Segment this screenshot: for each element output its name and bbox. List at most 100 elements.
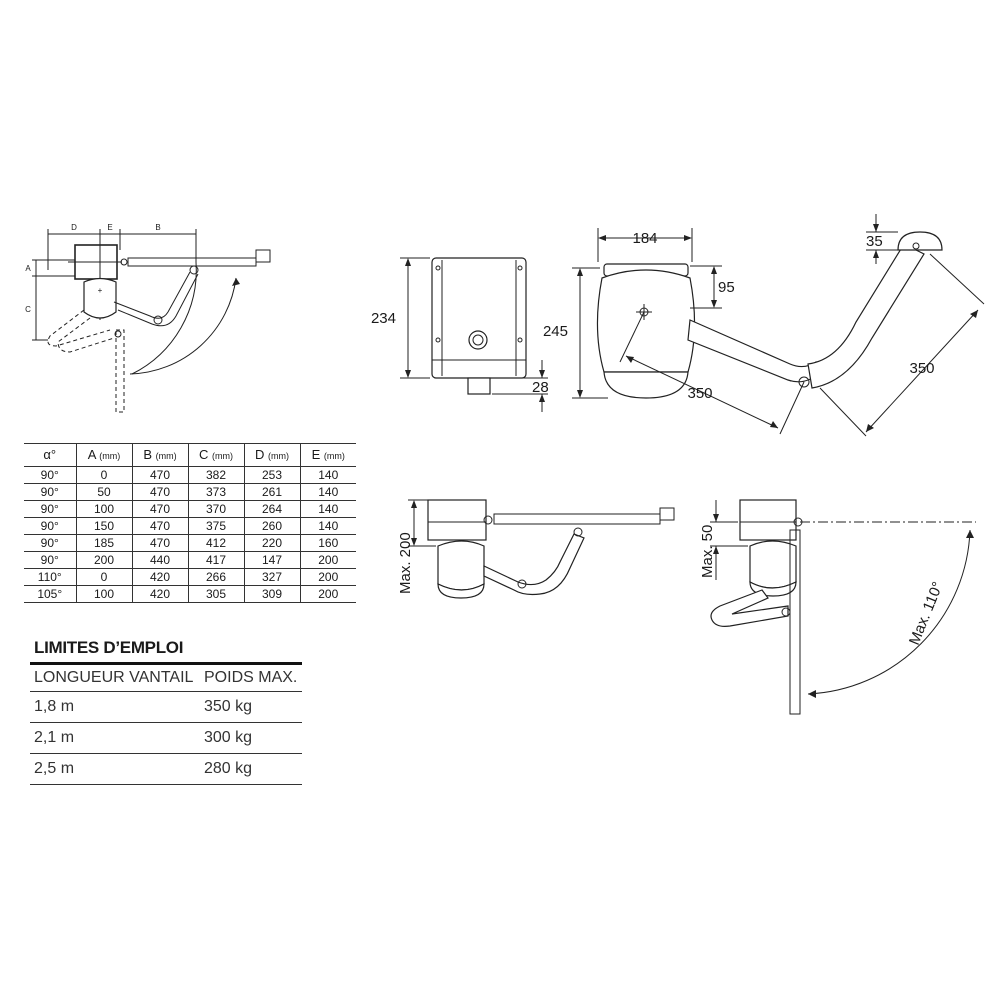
table-header-5: E (mm) <box>299 443 356 467</box>
max-200-label: Max. 200 <box>397 532 414 594</box>
table-cell: 90° <box>24 500 77 518</box>
table-cell: 140 <box>299 517 356 535</box>
table-cell: 412 <box>187 534 245 552</box>
limits-cell: 350 kg <box>204 698 253 715</box>
table-header-1: A (mm) <box>75 443 133 467</box>
table-cell: 375 <box>187 517 245 535</box>
table-cell: 185 <box>75 534 133 552</box>
dim-end-35: 35 <box>866 233 883 250</box>
limits-title: LIMITES D’EMPLOI <box>30 638 302 665</box>
table-cell: 150 <box>75 517 133 535</box>
table-cell: 440 <box>131 551 189 569</box>
limits-cell: 300 kg <box>204 729 253 746</box>
table-cell: 470 <box>131 466 189 484</box>
table-cell: 305 <box>187 585 245 603</box>
table-cell: 90° <box>24 483 77 501</box>
table-cell: 90° <box>24 551 77 569</box>
closed-view: Max. 50 Max. 110° <box>699 499 976 715</box>
table-cell: 90° <box>24 466 77 484</box>
table-cell: 200 <box>75 551 133 569</box>
table-header-3: C (mm) <box>187 443 245 467</box>
table-cell: 261 <box>243 483 301 501</box>
table-cell: 420 <box>131 568 189 586</box>
table-cell: 140 <box>299 500 356 518</box>
table-header-0: α° <box>24 443 77 467</box>
limits-row: 2,5 m 280 kg <box>30 754 302 785</box>
dim-letter-d: D <box>71 223 77 232</box>
limits-col-length: LONGUEUR VANTAIL <box>34 669 194 686</box>
usage-limits: LIMITES D’EMPLOI LONGUEUR VANTAIL POIDS … <box>30 638 302 785</box>
table-cell: 0 <box>75 568 133 586</box>
table-cell: 140 <box>299 483 356 501</box>
table-header-2: B (mm) <box>131 443 189 467</box>
dim-width-184: 184 <box>632 230 657 247</box>
limits-row: 1,8 m 350 kg <box>30 692 302 723</box>
table-cell: 309 <box>243 585 301 603</box>
limits-cell: 1,8 m <box>34 698 75 715</box>
table-cell: 260 <box>243 517 301 535</box>
table-cell: 373 <box>187 483 245 501</box>
table-cell: 160 <box>299 534 356 552</box>
table-cell: 90° <box>24 534 77 552</box>
dim-offset-95: 95 <box>718 279 735 296</box>
overview-diagram: D E B A C + <box>25 223 271 413</box>
table-cell: 147 <box>243 551 301 569</box>
table-cell: 327 <box>243 568 301 586</box>
table-cell: 417 <box>187 551 245 569</box>
table-cell: 200 <box>299 585 356 603</box>
table-cell: 470 <box>131 500 189 518</box>
table-cell: 140 <box>299 466 356 484</box>
table-cell: 266 <box>187 568 245 586</box>
limits-cell: 2,1 m <box>34 729 75 746</box>
limits-row: 2,1 m 300 kg <box>30 723 302 754</box>
table-header-row: α°A (mm)B (mm)C (mm)D (mm)E (mm) <box>24 443 356 467</box>
top-view: 184 245 95 350 350 35 <box>543 214 985 437</box>
table-cell: 200 <box>299 551 356 569</box>
limits-col-weight: POIDS MAX. <box>204 669 298 686</box>
table-cell: 470 <box>131 517 189 535</box>
svg-text:+: + <box>98 286 103 295</box>
table-cell: 253 <box>243 466 301 484</box>
dim-letter-a: A <box>25 264 31 273</box>
open-view: Max. 200 <box>397 499 675 599</box>
dim-bottom-28: 28 <box>532 379 549 396</box>
table-cell: 100 <box>75 585 133 603</box>
limits-cell: 280 kg <box>204 760 253 777</box>
limits-header-row: LONGUEUR VANTAIL POIDS MAX. <box>30 665 302 692</box>
table-header-4: D (mm) <box>243 443 301 467</box>
table-cell: 105° <box>24 585 77 603</box>
max-50-label: Max. 50 <box>699 525 716 578</box>
table-cell: 90° <box>24 517 77 535</box>
table-cell: 110° <box>24 568 77 586</box>
table-cell: 200 <box>299 568 356 586</box>
dim-height-234: 234 <box>371 310 396 327</box>
table-cell: 420 <box>131 585 189 603</box>
table-cell: 470 <box>131 483 189 501</box>
table-cell: 220 <box>243 534 301 552</box>
dim-arm-350-upper: 350 <box>909 360 934 377</box>
table-cell: 0 <box>75 466 133 484</box>
table-cell: 470 <box>131 534 189 552</box>
table-cell: 382 <box>187 466 245 484</box>
dim-height-245: 245 <box>543 323 568 340</box>
dim-letter-c: C <box>25 305 31 314</box>
dim-letter-b: B <box>155 223 160 232</box>
max-110-angle-label: Max. 110° <box>906 579 947 647</box>
table-cell: 370 <box>187 500 245 518</box>
table-cell: 100 <box>75 500 133 518</box>
side-view: 234 28 <box>371 257 549 412</box>
table-cell: 50 <box>75 483 133 501</box>
limits-rows: 1,8 m 350 kg 2,1 m 300 kg 2,5 m 280 kg <box>30 692 302 785</box>
dim-letter-e: E <box>107 223 112 232</box>
limits-cell: 2,5 m <box>34 760 75 777</box>
